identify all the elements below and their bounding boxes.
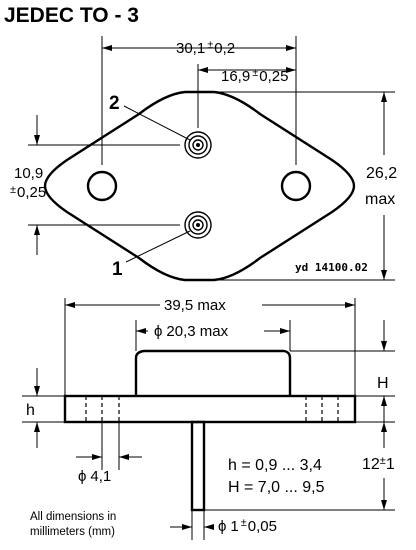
label-H: H xyxy=(377,375,389,392)
note-line-2: millimeters (mm) xyxy=(30,526,115,538)
dim-width-label: 30,1±0,2 xyxy=(176,39,235,57)
label-h: h xyxy=(26,402,35,419)
dim-height-suffix: max xyxy=(365,191,395,208)
pin-label-2: 2 xyxy=(109,93,120,114)
top-view: 2 1 30,1±0,2 16,9±0,25 10,9 ±0,25 xyxy=(10,36,397,282)
pin-1-leader xyxy=(125,230,191,263)
dim-pin-spacing-tol: ±0,25 xyxy=(10,184,46,201)
pin-1-terminal xyxy=(184,211,212,239)
lead xyxy=(190,420,206,512)
pin-2-terminal xyxy=(184,131,212,159)
dim-height-value: 26,2 xyxy=(366,165,397,182)
range-h-text: h = 0,9 ... 3,4 xyxy=(228,457,322,474)
note-line-1: All dimensions in xyxy=(30,511,116,523)
dim-hole-spacing-label: 16,9±0,25 xyxy=(221,67,288,85)
dim-length-label: 39,5 max xyxy=(164,297,226,314)
drawing-title: JEDEC TO - 3 xyxy=(4,4,139,27)
dim-pin-spacing-value: 10,9 xyxy=(14,165,43,182)
range-H-text: H = 7,0 ... 9,5 xyxy=(228,479,325,496)
drawing-code: yd 14100.02 xyxy=(295,261,368,274)
cap-body xyxy=(134,349,292,396)
mounting-hole-right xyxy=(280,170,312,202)
flange xyxy=(63,394,357,424)
mounting-hole-left xyxy=(86,170,118,202)
pin-label-1: 1 xyxy=(112,259,123,280)
dim-lead-length-label: 12±1 xyxy=(362,455,395,473)
package-outline xyxy=(43,90,356,282)
pin-2-leader xyxy=(123,105,191,141)
